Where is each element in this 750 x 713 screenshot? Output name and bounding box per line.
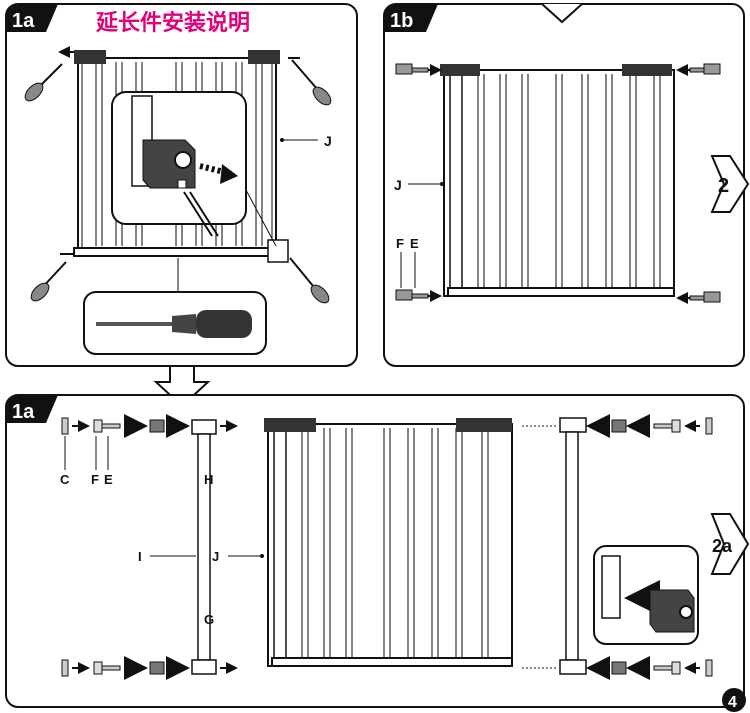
screws-1a [24,46,332,304]
step-tab-1a-top [6,4,58,32]
gate-drawing-bottom [264,418,513,667]
next-step-label-2: 2 [718,175,729,197]
label-e-top-right: E [410,236,419,251]
page-number-badge: 4 [722,688,746,712]
parts-row-bottom-left [61,656,190,680]
zoom-callout-1a [111,91,247,237]
extension-piece-right [520,417,587,675]
page-title: 延长件安装说明 [95,10,250,36]
parts-row-bottom-right [586,656,713,680]
label-f-top-right: F [396,236,404,251]
step-label-1a-bottom: 1a [12,401,35,423]
step-label-1a-top: 1a [12,10,35,32]
panel-1b: 1b [383,3,745,367]
extension-piece-left [191,419,238,675]
label-h: H [204,472,213,487]
step-label-1b: 1b [390,10,413,32]
label-e: E [104,472,113,487]
label-j-top-left: J [324,133,332,149]
zoom-callout-bottom [593,545,699,645]
label-f: F [91,472,99,487]
next-step-label-2a: 2a [712,536,733,556]
label-c: C [60,472,70,487]
next-step-arrow-2a: 2a [710,513,750,575]
panel-1a-top: 1a 延长件安装说明 [5,3,358,367]
parts-row-top-right [586,414,713,438]
label-j-bottom: J [212,549,219,564]
parts-row-top-left [61,414,190,438]
panel-1a-bottom: 1a C F E [5,394,745,708]
label-g: G [204,612,214,627]
screwdriver-icon [83,291,267,355]
next-step-arrow-2: 2 [710,155,750,213]
step-tab-1a-bottom [6,395,58,423]
bolts-1b [395,63,721,304]
page-number: 4 [728,694,737,711]
label-j-top-right: J [394,177,402,193]
gate-drawing-1b [440,64,675,297]
label-i: I [138,549,142,564]
step-tab-1b [384,4,438,32]
